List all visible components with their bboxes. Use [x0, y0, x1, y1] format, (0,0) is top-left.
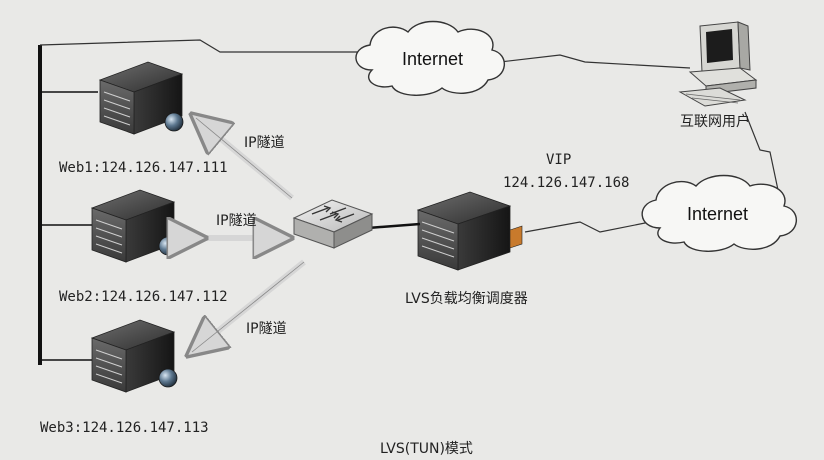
- wan-link-lvs-right: [524, 221, 651, 233]
- internet-top-label: Internet: [402, 49, 464, 69]
- tunnel-label-web3: IP隧道: [246, 321, 287, 337]
- wan-link-top-right: [499, 54, 691, 69]
- web2-server-icon: [90, 189, 178, 263]
- lvs-director-server-icon: [416, 191, 523, 271]
- internet-cloud-top: [355, 20, 505, 96]
- client-label: 互联网用户: [680, 114, 750, 130]
- tunnel-label-web1: IP隧道: [244, 135, 285, 151]
- internet-cloud-right: [641, 174, 797, 252]
- vip-title: VIP: [546, 152, 572, 168]
- lvs-director-label: LVS负载均衡调度器: [405, 291, 528, 307]
- wan-link-top-left: [39, 39, 360, 53]
- web3-server-icon: [90, 319, 178, 393]
- web1-server-icon: [98, 61, 184, 135]
- wan-link-client-right: [744, 111, 779, 191]
- diagram-caption: LVS(TUN)模式: [380, 441, 473, 457]
- internet-right-label: Internet: [687, 204, 749, 224]
- switch-lvs-link: [367, 222, 421, 230]
- client-computer-icon: [678, 21, 758, 107]
- tunnel-label-web2: IP隧道: [216, 213, 257, 229]
- switch-icon: [292, 199, 374, 249]
- web3-label: Web3:124.126.147.113: [40, 420, 209, 436]
- web1-label: Web1:124.126.147.111: [59, 160, 228, 176]
- web2-label: Web2:124.126.147.112: [59, 289, 228, 305]
- vip-address: 124.126.147.168: [503, 175, 630, 191]
